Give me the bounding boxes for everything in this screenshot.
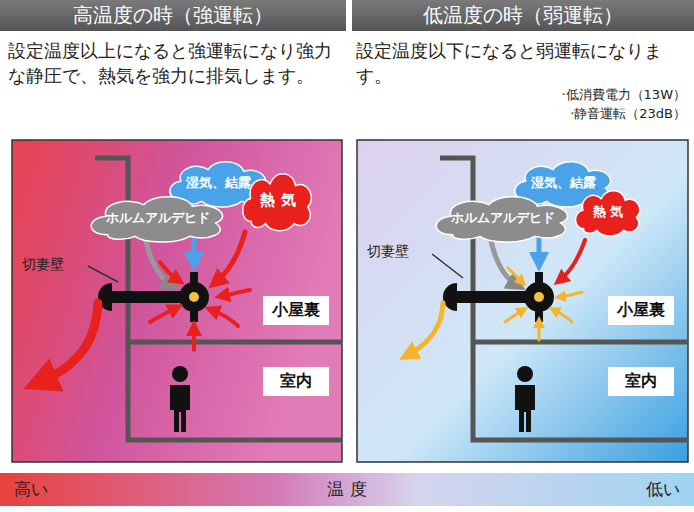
cloud-text: 湿気、結露	[531, 175, 596, 190]
temperature-bar: 高い 温 度 低い	[0, 473, 694, 506]
area-box: 室内	[608, 367, 674, 396]
cloud-label: ホルムアルデヒド	[86, 193, 230, 243]
cloud-label: 熱 気	[573, 187, 644, 237]
cloud-text: 熱 気	[260, 191, 295, 209]
area-box: 小屋裏	[608, 296, 674, 325]
cloud-text: 熱 気	[593, 204, 624, 219]
part-label: 切妻壁	[22, 255, 92, 274]
header-band: 低温度の時（弱運転）	[352, 0, 694, 31]
scale-label: 高い	[14, 478, 48, 501]
area-text: 室内	[280, 371, 312, 390]
scale-label: 温 度	[327, 478, 366, 501]
spec-note: ·静音運転（23dB）	[470, 105, 686, 123]
area-text: 小屋裏	[272, 300, 320, 319]
header-band: 高温度の時（強運転）	[0, 0, 346, 31]
area-text: 室内	[625, 371, 657, 390]
part-label: 切妻壁	[367, 242, 437, 261]
cloud-label: 熱 気	[240, 169, 315, 232]
cloud-label: ホルムアルデヒド	[431, 193, 575, 243]
description: 設定温度以上になると強運転になり強力な静圧で、熱気を強力に排気します。	[8, 38, 348, 88]
header-text: 低温度の時（弱運転）	[423, 2, 623, 29]
cloud-text: ホルムアルデヒド	[106, 210, 210, 225]
spec-note: ·低消費電力（13W）	[470, 86, 686, 104]
area-box: 室内	[263, 367, 329, 396]
area-text: 小屋裏	[617, 300, 665, 319]
area-box: 小屋裏	[263, 296, 329, 325]
header-text: 高温度の時（強運転）	[73, 2, 273, 29]
cloud-text: ホルムアルデヒド	[451, 210, 555, 225]
description: 設定温度以下になると弱運転になります。	[356, 38, 690, 88]
cloud-text: 湿気、結露	[186, 175, 251, 190]
scale-label: 低い	[646, 478, 680, 501]
